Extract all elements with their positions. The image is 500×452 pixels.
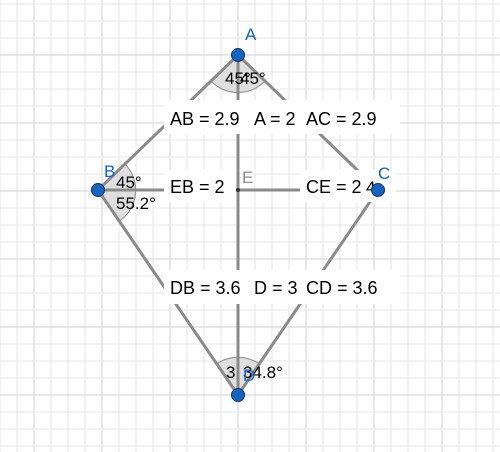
angle-b-lower-label: 55.2°	[116, 194, 156, 213]
label-box-top	[164, 100, 400, 134]
angle-a-right-label: 45°	[240, 69, 266, 88]
point-c-label: C	[378, 164, 390, 183]
measure-ce: CE = 2	[306, 177, 362, 197]
measure-ae-partial: A = 2	[254, 109, 296, 129]
point-d-label: D	[243, 366, 255, 385]
point-e-label: E	[242, 168, 253, 187]
label-box-bottom	[164, 270, 400, 304]
measure-eb: EB = 2	[170, 177, 225, 197]
points	[91, 48, 385, 402]
point-b-label: B	[104, 162, 115, 181]
measure-cd: CD = 3.6	[306, 278, 378, 298]
measure-ab: AB = 2.9	[170, 109, 240, 129]
point-c[interactable]	[371, 183, 385, 197]
label-box-middle-left	[164, 170, 236, 202]
point-d[interactable]	[231, 388, 245, 402]
measure-ac: AC = 2.9	[306, 109, 377, 129]
point-b[interactable]	[91, 183, 105, 197]
point-e[interactable]	[236, 188, 240, 192]
angle-d-right-label: 34.8°	[243, 363, 283, 382]
point-a-label: A	[245, 25, 257, 44]
angle-sector-b	[97, 162, 137, 222]
angle-a-left-label: 45°	[225, 69, 251, 88]
angle-c-partial-label: 4	[366, 178, 375, 197]
angle-b-upper-label: 45°	[116, 173, 142, 192]
measure-db: DB = 3.6	[170, 278, 241, 298]
point-a[interactable]	[231, 48, 245, 62]
angle-d-left-label: 3	[226, 363, 235, 382]
measure-de-partial: D = 3	[254, 278, 298, 298]
